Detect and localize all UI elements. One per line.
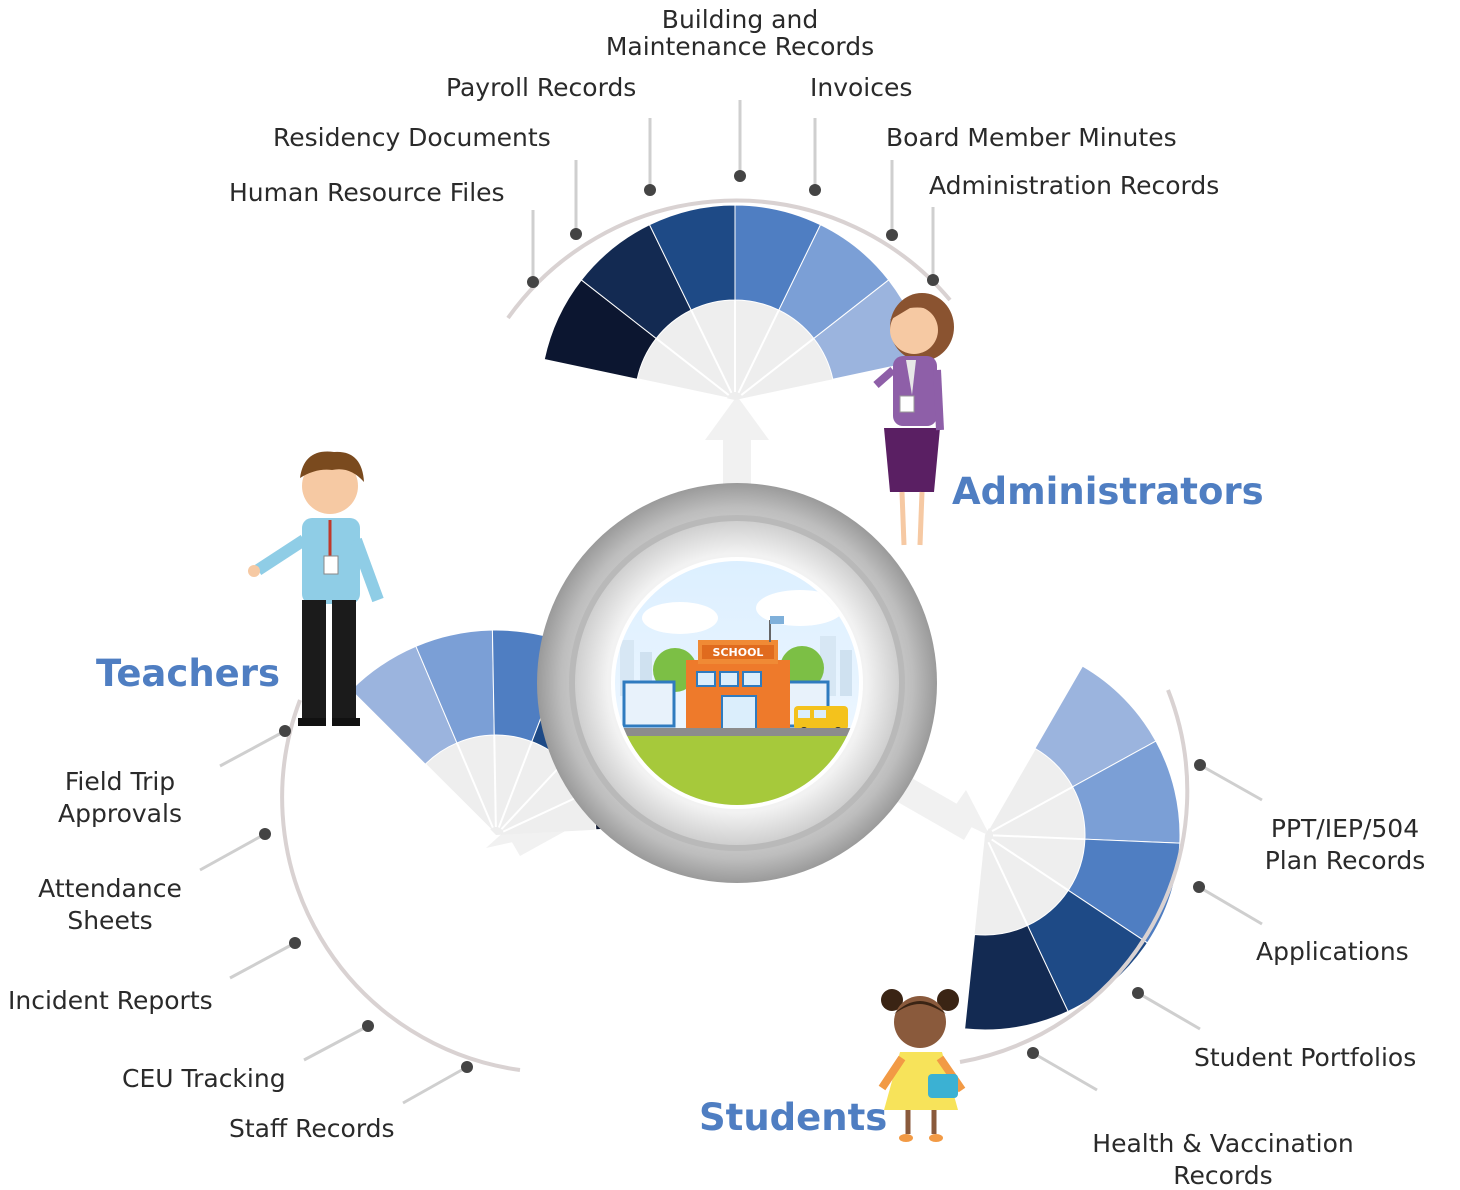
students-fan-divider [988, 747, 1036, 829]
students-fan-divider [992, 834, 1085, 841]
students-fan-divider [987, 841, 1029, 926]
administrators-fan-divider [655, 337, 730, 396]
students-fan-divider [991, 838, 1069, 892]
administrators-fan [543, 204, 927, 400]
label-attendance-line1: Attendance [38, 874, 182, 903]
students-fan-segment [964, 924, 1069, 1031]
label-ceu-tracking: CEU Tracking [122, 1064, 286, 1093]
teacher-character [248, 451, 384, 726]
administrators-outer-arc [506, 198, 952, 320]
administrators-fan-divider [636, 378, 728, 400]
school-sign: SCHOOL [713, 646, 764, 659]
administrator-character [873, 293, 954, 546]
administrators-fan-divider [740, 337, 815, 396]
label-administration-records: Administration Records [929, 171, 1220, 200]
label-health-line1: Health & Vaccination [1092, 1129, 1354, 1158]
administrators-fan-divider [690, 309, 733, 394]
label-ppt-iep-504: PPT/IEP/504 Plan Records [1250, 813, 1440, 877]
label-incident-reports: Incident Reports [8, 986, 213, 1015]
group-title-teachers: Teachers [96, 652, 281, 695]
teachers-leaders [199, 725, 473, 1105]
school-building-illustration: SCHOOL [615, 561, 859, 805]
label-field-trip-line2: Approvals [58, 799, 182, 828]
label-ppt-line2: Plan Records [1264, 846, 1426, 875]
teachers-fan-divider [493, 734, 497, 828]
label-field-trip-approvals: Field Trip Approvals [40, 766, 200, 830]
label-applications: Applications [1256, 937, 1409, 966]
label-student-portfolios: Student Portfolios [1194, 1043, 1417, 1072]
label-building-line2: Maintenance Records [605, 32, 875, 61]
students-fan-divider [991, 785, 1074, 833]
administrators-fan-divider [737, 309, 780, 394]
students-leaders [1027, 759, 1263, 1092]
label-human-resource-files: Human Resource Files [229, 178, 505, 207]
label-invoices: Invoices [810, 73, 913, 102]
group-title-students: Students [699, 1096, 888, 1139]
label-health-vaccination: Health & Vaccination Records [1080, 1128, 1366, 1190]
label-health-line2: Records [1173, 1161, 1273, 1190]
teachers-outer-arc [280, 699, 521, 1072]
group-title-administrators: Administrators [952, 470, 1264, 513]
label-field-trip-line1: Field Trip [64, 767, 176, 796]
administrators-leaders [527, 100, 939, 288]
students-outer-arc [959, 689, 1190, 1064]
label-attendance-sheets: Attendance Sheets [20, 873, 200, 937]
label-attendance-line2: Sheets [67, 906, 153, 935]
teachers-fan-divider [500, 761, 565, 830]
label-building-line1: Building and [661, 5, 819, 34]
teachers-fan-divider [497, 741, 533, 828]
label-staff-records: Staff Records [229, 1114, 395, 1143]
label-building-maintenance: Building and Maintenance Records [590, 4, 890, 63]
teachers-fan-divider [502, 791, 588, 833]
label-residency-documents: Residency Documents [273, 123, 551, 152]
teachers-fan-divider [424, 763, 492, 831]
students-fan [964, 665, 1181, 1031]
student-character [878, 989, 966, 1142]
label-payroll-records: Payroll Records [446, 73, 637, 102]
label-board-member-minutes: Board Member Minutes [886, 123, 1177, 152]
teachers-fan-divider [456, 742, 494, 829]
label-ppt-line1: PPT/IEP/504 [1270, 814, 1420, 843]
